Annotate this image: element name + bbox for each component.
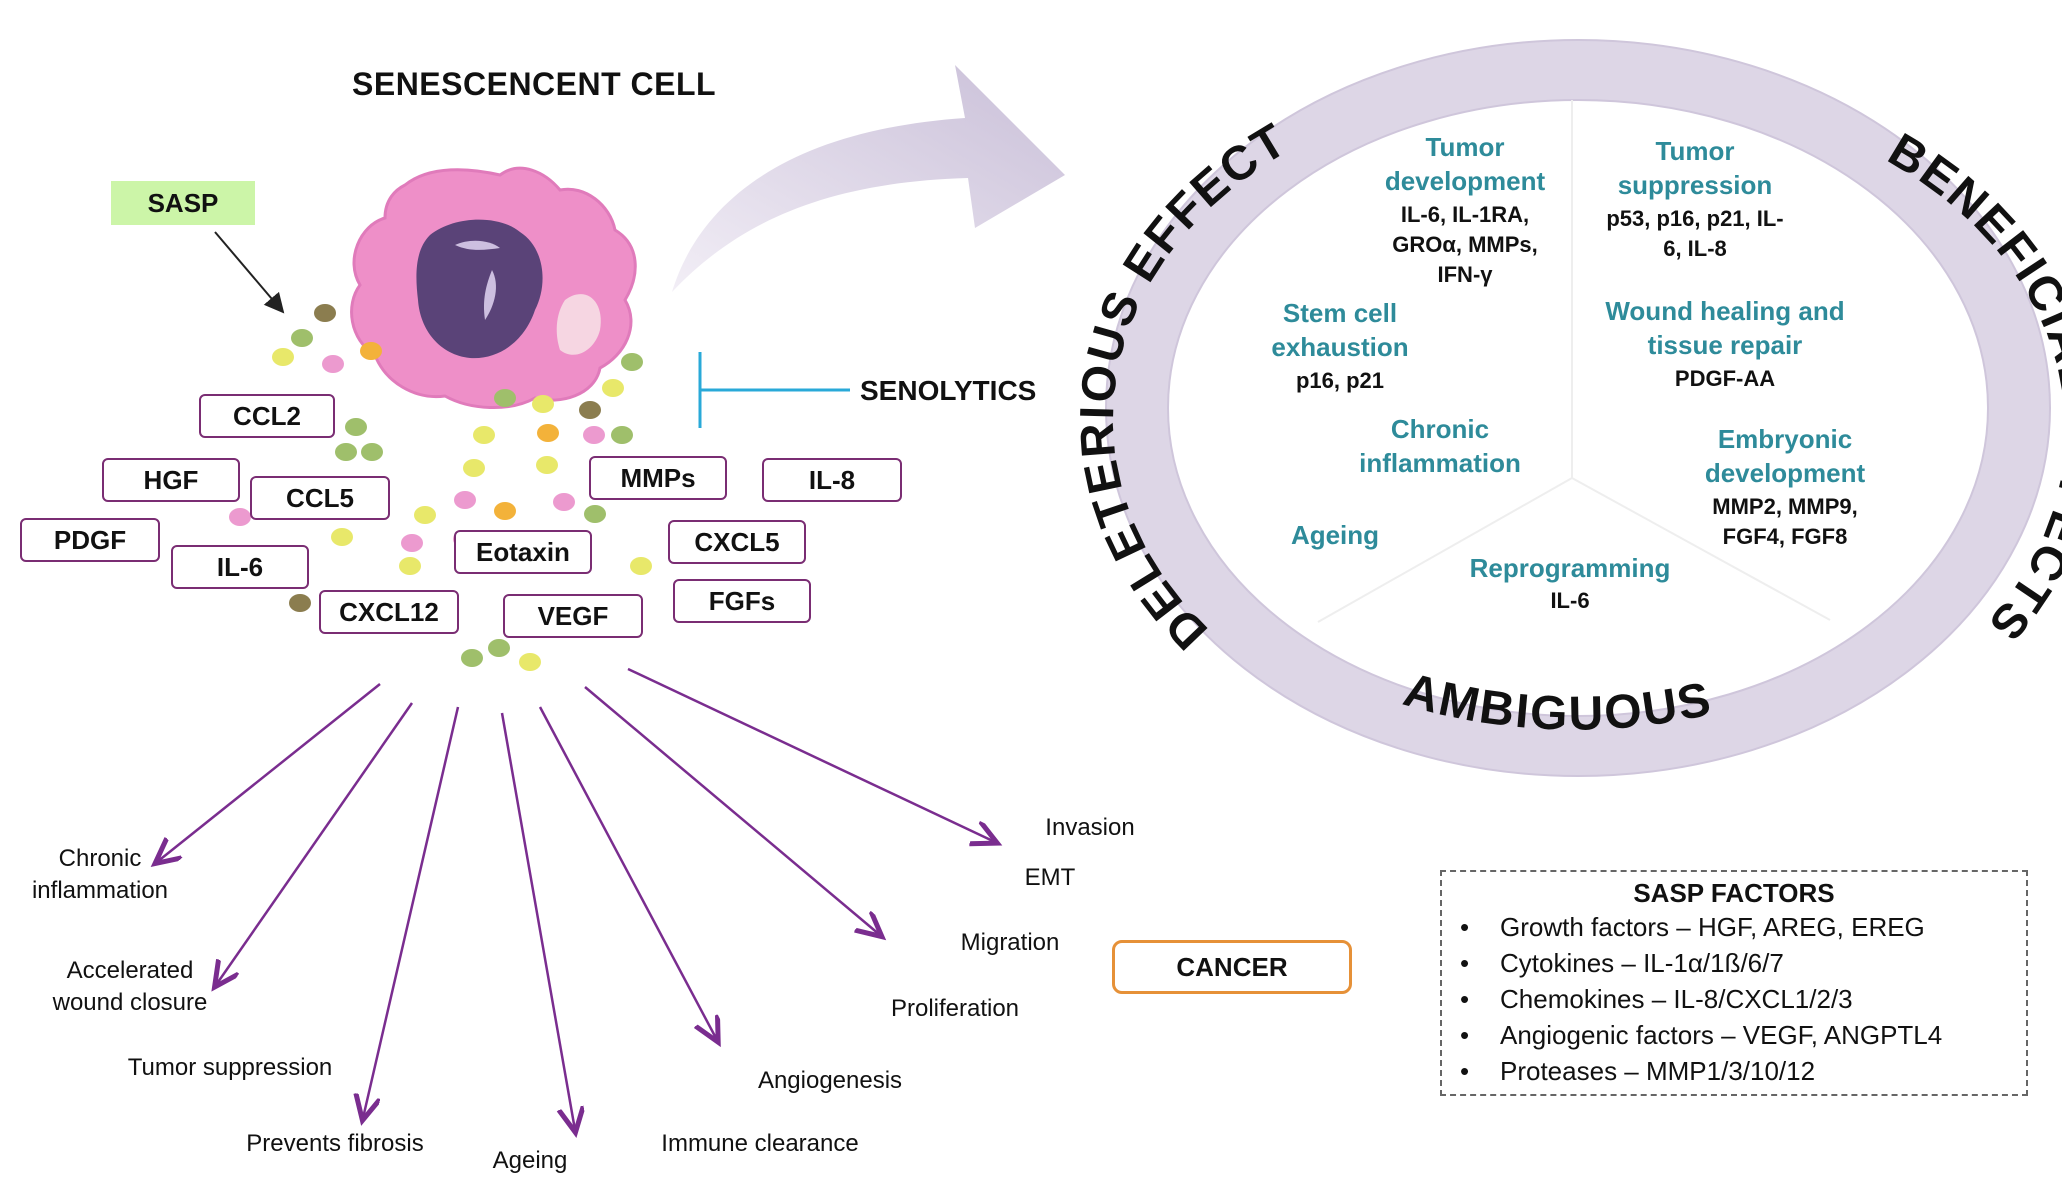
- outcome-wound-closure: Accelerated wound closure: [52, 957, 208, 1016]
- legend-item: Cytokines – IL-1α/1ß/6/7: [1452, 945, 2016, 981]
- outcome-ageing: Ageing: [492, 1147, 568, 1174]
- chronic-inflammation-title: Chronic inflammation: [1359, 414, 1521, 478]
- senescent-cell: [350, 166, 637, 409]
- outcome-angiogenesis: Angiogenesis: [757, 1067, 903, 1094]
- outcome-emt: EMT: [1024, 864, 1076, 891]
- stem-cell-exhaustion-title: Stem cell exhaustion: [1271, 298, 1409, 362]
- factor-ccl2: CCL2: [199, 394, 335, 438]
- factor-mmps: MMPs: [589, 456, 727, 500]
- outcome-prevents-fibrosis: Prevents fibrosis: [246, 1130, 424, 1157]
- legend-list: Growth factors – HGF, AREG, EREG Cytokin…: [1452, 909, 2016, 1089]
- cell-title: SENESCENCENT CELL: [352, 66, 717, 102]
- tumor-development-factors: IL-6, IL-1RA, GROα, MMPs, IFN-γ: [1392, 202, 1538, 287]
- sasp-factors-legend: SASP FACTORS Growth factors – HGF, AREG,…: [1440, 870, 2028, 1096]
- factor-cxcl12: CXCL12: [319, 590, 459, 634]
- transition-arrow: [672, 65, 1065, 292]
- effects-ring: [1105, 39, 2051, 777]
- nucleus: [416, 219, 543, 359]
- outcome-tumor-suppression: Tumor suppression: [127, 1054, 333, 1081]
- outcome-proliferation: Proliferation: [890, 995, 1020, 1022]
- factor-eotaxin: Eotaxin: [454, 530, 592, 574]
- factor-vegf: VEGF: [503, 594, 643, 638]
- embryonic-development-factors: MMP2, MMP9, FGF4, FGF8: [1712, 494, 1858, 549]
- legend-item: Angiogenic factors – VEGF, ANGPTL4: [1452, 1017, 2016, 1053]
- legend-item: Growth factors – HGF, AREG, EREG: [1452, 909, 2016, 945]
- reprogramming-title: Reprogramming: [1469, 553, 1671, 583]
- wound-healing-title: Wound healing and tissue repair: [1605, 296, 1845, 360]
- factor-il8: IL-8: [762, 458, 902, 502]
- factor-hgf: HGF: [102, 458, 240, 502]
- legend-title: SASP FACTORS: [1633, 878, 1835, 908]
- sasp-tag: SASP: [111, 181, 255, 225]
- factor-fgfs: FGFs: [673, 579, 811, 623]
- stem-cell-exhaustion-factors: p16, p21: [1295, 368, 1385, 393]
- cancer-box: CANCER: [1112, 940, 1352, 994]
- ageing-title: Ageing: [1290, 520, 1380, 550]
- tumor-suppression-factors: p53, p16, p21, IL- 6, IL-8: [1606, 206, 1784, 261]
- factor-cxcl5: CXCL5: [668, 520, 806, 564]
- sasp-pointer: [214, 231, 285, 314]
- legend-item: Proteases – MMP1/3/10/12: [1452, 1053, 2016, 1089]
- outcome-migration: Migration: [960, 929, 1060, 956]
- outcome-immune-clearance: Immune clearance: [661, 1130, 859, 1157]
- factor-ccl5: CCL5: [250, 476, 390, 520]
- reprogramming-factors: IL-6: [1550, 588, 1590, 613]
- tumor-development-title: Tumor development: [1384, 132, 1546, 196]
- outcome-chronic-inflammation: Chronic inflammation: [31, 845, 169, 904]
- embryonic-development-title: Embryonic development: [1704, 424, 1866, 488]
- legend-item: Chemokines – IL-8/CXCL1/2/3: [1452, 981, 2016, 1017]
- senolytics-label: SENOLYTICS: [860, 375, 1037, 406]
- factor-il6: IL-6: [171, 545, 309, 589]
- wound-healing-factors: PDGF-AA: [1674, 366, 1776, 391]
- tumor-suppression-title: Tumor suppression: [1617, 136, 1773, 200]
- outcome-invasion: Invasion: [1045, 814, 1135, 841]
- factor-pdgf: PDGF: [20, 518, 160, 562]
- outcome-arrows: [157, 667, 995, 1130]
